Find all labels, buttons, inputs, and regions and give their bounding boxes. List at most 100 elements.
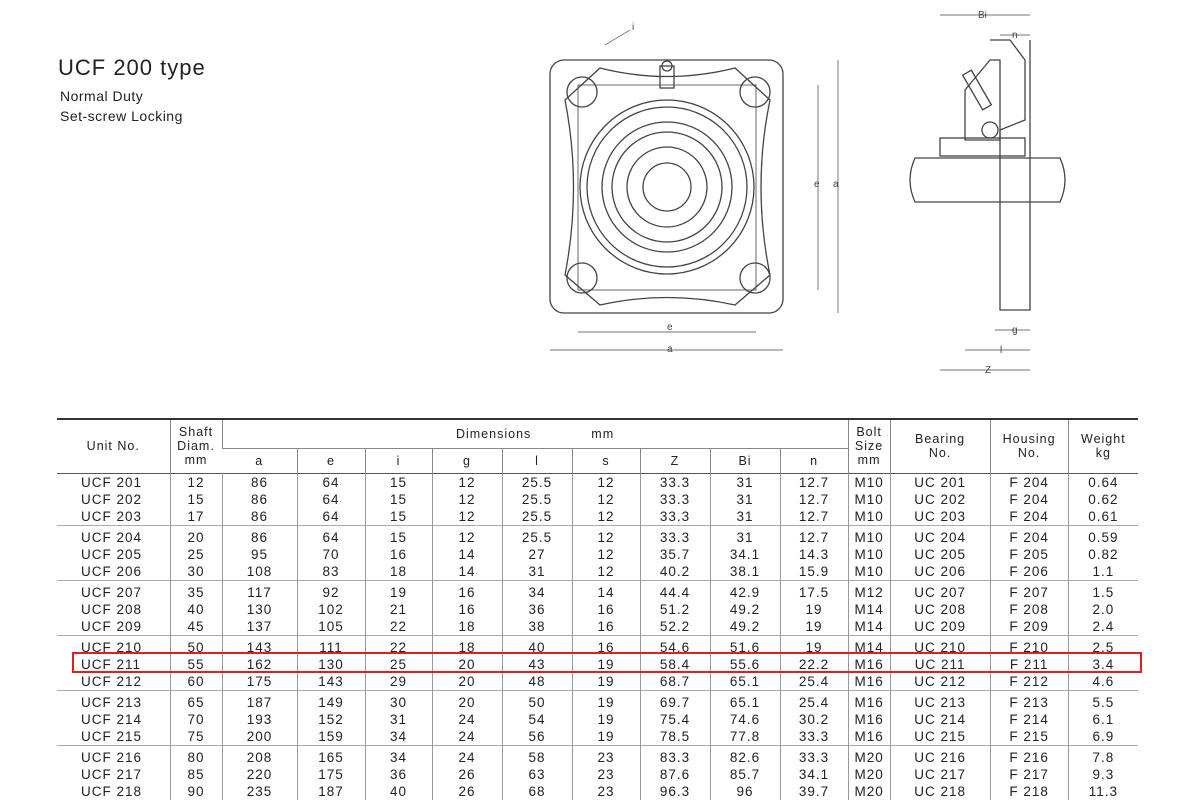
table-cell: 30.2 xyxy=(779,710,849,728)
table-cell: 18 xyxy=(431,635,502,656)
table-cell: F 205 xyxy=(989,545,1069,563)
label-n: n xyxy=(1012,30,1018,41)
header-dim-e: e xyxy=(296,448,365,473)
table-cell: UCF 215 xyxy=(81,728,143,744)
table-cell: UCF 208 xyxy=(81,601,143,617)
table-cell: 111 xyxy=(296,635,365,656)
table-cell: F 204 xyxy=(989,507,1069,525)
table-cell: 159 xyxy=(296,727,365,745)
table-cell: 38.1 xyxy=(709,562,780,580)
highlight-box xyxy=(72,652,1142,673)
table-cell: 29 xyxy=(364,672,432,690)
table-cell: UCF 206 xyxy=(81,563,143,579)
table-cell: 33.3 xyxy=(639,507,710,525)
table-cell: M10 xyxy=(847,562,891,580)
table-cell: 22.2 xyxy=(779,655,849,673)
table-cell: 25 xyxy=(364,655,432,673)
table-cell: 35.7 xyxy=(639,545,710,563)
table-cell: UC 213 xyxy=(889,690,991,711)
table-cell: UC 214 xyxy=(889,710,991,728)
table-cell: 24 xyxy=(431,727,502,745)
table-cell: 16 xyxy=(364,545,432,563)
table-cell: 12 xyxy=(169,473,222,491)
table-cell: 12.7 xyxy=(779,525,849,546)
table-cell: 20 xyxy=(431,690,502,711)
table-cell: 65.1 xyxy=(709,672,780,690)
table-cell: 31 xyxy=(709,490,780,508)
table-cell: 12 xyxy=(431,507,502,525)
table-cell: 12.7 xyxy=(779,507,849,525)
table-cell: 130 xyxy=(296,655,365,673)
table-cell: F 216 xyxy=(989,745,1069,766)
table-cell: 11.3 xyxy=(1067,782,1139,800)
table-cell: F 218 xyxy=(989,782,1069,800)
table-cell: M20 xyxy=(847,765,891,783)
table-cell: UCF 201 xyxy=(81,474,143,490)
table-cell: 36 xyxy=(501,600,572,618)
table-cell: 15 xyxy=(364,507,432,525)
table-cell: 187 xyxy=(221,690,297,711)
table-cell: 0.82 xyxy=(1067,545,1139,563)
table-cell: 60 xyxy=(169,672,222,690)
table-cell: 16 xyxy=(571,635,640,656)
table-cell: 0.62 xyxy=(1067,490,1139,508)
table-cell: 4.6 xyxy=(1067,672,1139,690)
table-cell: M12 xyxy=(847,580,891,601)
table-cell: 105 xyxy=(296,617,365,635)
table-cell: 34.1 xyxy=(779,765,849,783)
table-cell: 200 xyxy=(221,727,297,745)
table-cell: UCF 217 xyxy=(81,766,143,782)
table-cell: 19 xyxy=(571,690,640,711)
table-cell: 25.5 xyxy=(501,490,572,508)
table-cell: 30 xyxy=(364,690,432,711)
table-cell: 25.4 xyxy=(779,690,849,711)
table-cell: M14 xyxy=(847,617,891,635)
table-cell: 75 xyxy=(169,727,222,745)
table-cell: 5.5 xyxy=(1067,690,1139,711)
table-cell: 65.1 xyxy=(709,690,780,711)
table-cell: UC 215 xyxy=(889,727,991,745)
table-cell: UCF 205 xyxy=(81,546,143,562)
table-cell: UC 209 xyxy=(889,617,991,635)
table-cell: 33.3 xyxy=(639,490,710,508)
side-view xyxy=(909,14,1066,371)
table-cell: 74.6 xyxy=(709,710,780,728)
table-cell: 15 xyxy=(364,473,432,491)
table-cell: 55.6 xyxy=(709,655,780,673)
table-cell: 40 xyxy=(364,782,432,800)
table-cell: 19 xyxy=(779,600,849,618)
label-a-side: a xyxy=(833,179,839,190)
table-cell: 22 xyxy=(364,635,432,656)
table-cell: 137 xyxy=(221,617,297,635)
table-cell: 25.5 xyxy=(501,473,572,491)
table-cell: 70 xyxy=(169,710,222,728)
table-cell: 15 xyxy=(364,490,432,508)
front-view xyxy=(549,29,839,351)
table-cell: M16 xyxy=(847,710,891,728)
table-cell: 193 xyxy=(221,710,297,728)
table-cell: 12.7 xyxy=(779,473,849,491)
label-l: l xyxy=(1000,345,1002,356)
table-cell: M10 xyxy=(847,545,891,563)
table-cell: 96.3 xyxy=(639,782,710,800)
table-cell: 18 xyxy=(431,617,502,635)
table-cell: UC 207 xyxy=(889,580,991,601)
table-cell: 75.4 xyxy=(639,710,710,728)
table-cell: F 211 xyxy=(989,655,1069,673)
table-cell: F 206 xyxy=(989,562,1069,580)
table-cell: UC 204 xyxy=(889,525,991,546)
table-cell: UC 201 xyxy=(889,473,991,491)
table-cell: UC 212 xyxy=(889,672,991,690)
table-cell: 51.6 xyxy=(709,635,780,656)
table-cell: M16 xyxy=(847,655,891,673)
table-cell: UCF 204 xyxy=(81,529,143,545)
table-cell: 19 xyxy=(571,727,640,745)
